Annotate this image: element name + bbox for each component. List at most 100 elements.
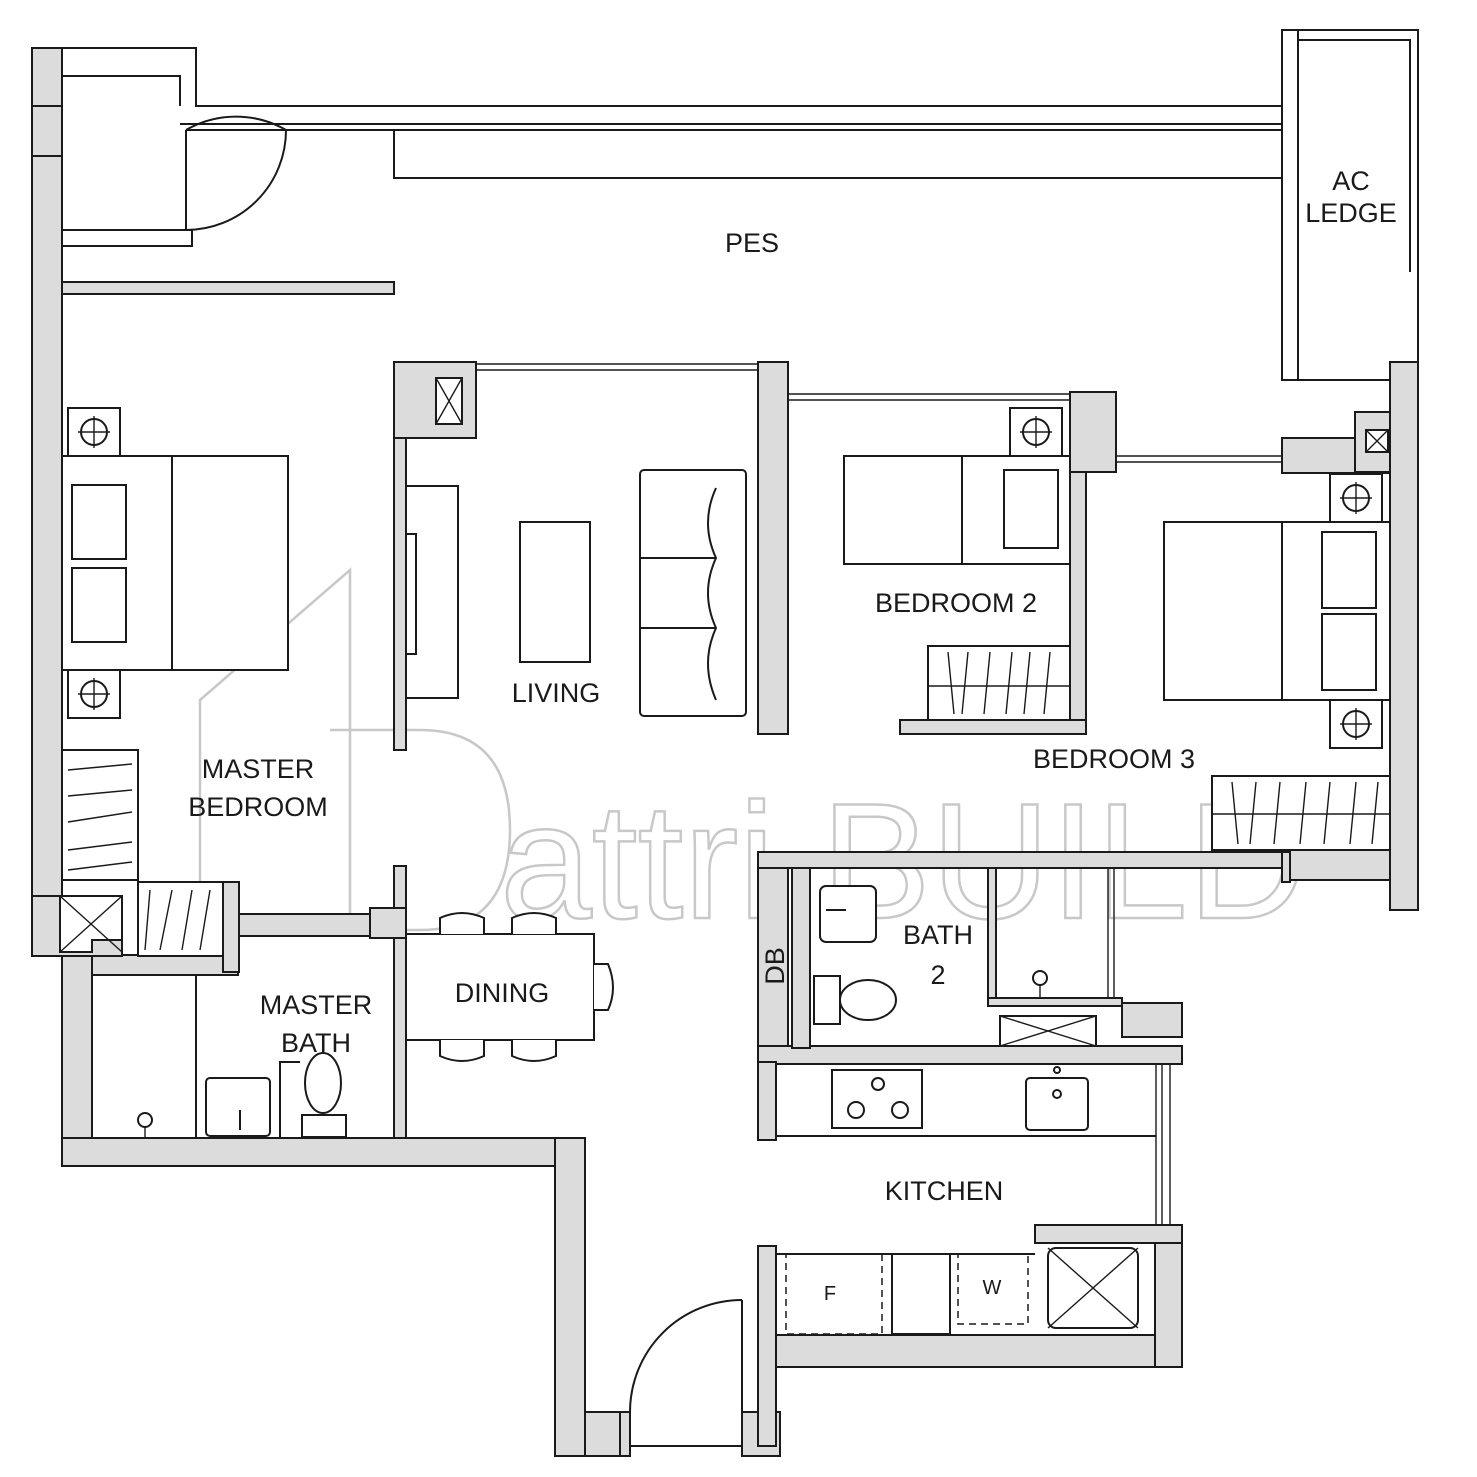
hob-burner-2-icon <box>847 1101 865 1119</box>
bath2-basin <box>819 885 877 943</box>
wall-db-right <box>791 867 811 1049</box>
main-door-swing <box>629 1299 743 1413</box>
bedroom3-wardrobe-hangers <box>1231 781 1379 845</box>
wall-top-left-post <box>31 47 63 157</box>
wall-left <box>31 155 63 897</box>
ac-ledge-inner-rail <box>1298 39 1411 272</box>
master-bedroom-label-2: BEDROOM <box>188 792 328 822</box>
bedroom2-wardrobe <box>927 645 1071 721</box>
shafts <box>59 377 1389 1329</box>
master-shower-head-icon <box>137 1112 153 1128</box>
main-door-jamb-left <box>619 1412 631 1456</box>
ac-ledge-label-1: AC <box>1332 166 1370 196</box>
master-bath-label-2: BATH <box>281 1028 351 1058</box>
wall-kitchen-lower-left <box>757 1245 777 1447</box>
bedroom2-label: BEDROOM 2 <box>875 588 1037 618</box>
wall-kitchen-bottom <box>775 1334 1183 1368</box>
bath2-cistern <box>813 975 841 1025</box>
sofa <box>639 469 747 717</box>
wall-living-left <box>393 437 407 751</box>
coffee-table <box>519 521 591 663</box>
master-closet-2 <box>137 881 224 957</box>
wall-wc-top <box>91 954 239 976</box>
pes-door-swing <box>185 115 288 231</box>
shaft-living-x <box>435 377 463 425</box>
wall-living-right <box>757 361 789 735</box>
bedroom2-pillow <box>1003 469 1059 549</box>
master-pillow-2 <box>71 567 127 643</box>
ac-ledge: AC LEDGE <box>1281 29 1419 381</box>
kitchen-cabinet <box>891 1253 951 1335</box>
ac-ledge-label-2: LEDGE <box>1305 198 1397 228</box>
dining-chair-3 <box>439 1040 485 1062</box>
bedroom2-wardrobe-hangers <box>947 651 1051 715</box>
kitchen-tap-icon <box>1053 1066 1061 1074</box>
kitchen-label: KITCHEN <box>885 1176 1004 1206</box>
master-wardrobe-hangers <box>67 763 133 871</box>
bedroom-2: BEDROOM 2 <box>843 407 1071 721</box>
wall-entrance-left-jamb <box>584 1411 631 1457</box>
pes-area <box>31 47 1282 247</box>
watermark-logo-d <box>330 728 512 932</box>
dining-label: DINING <box>455 978 550 1008</box>
wall-master-top-window <box>61 281 395 295</box>
dining-chair-4 <box>511 1040 557 1062</box>
bath2-shower-head-icon <box>1032 970 1048 986</box>
bedroom3-lamp-bottom-cross <box>1340 708 1372 740</box>
kitchen-sink-drain-icon <box>1052 1089 1062 1099</box>
hob-burner-1-icon <box>871 1077 885 1091</box>
pes-top-outline <box>32 47 1282 107</box>
window-kitchen <box>1155 1064 1171 1225</box>
master-pillow-1 <box>71 484 127 560</box>
sofa-cushion-lines <box>640 557 716 629</box>
wall-kitchen-right-top <box>1121 1002 1183 1038</box>
sofa-back-curve <box>707 487 718 701</box>
pes-top-inner <box>62 75 181 106</box>
window-bath2 <box>1107 868 1115 998</box>
dining-area: DINING <box>405 912 614 1062</box>
db-label: DB <box>760 947 790 985</box>
living-room: LIVING <box>405 469 747 717</box>
walls <box>31 155 1419 1457</box>
window-living <box>476 363 758 371</box>
master-bath: MASTER BATH <box>91 975 394 1139</box>
master-closet-2-hangers <box>144 889 211 951</box>
shaft-bath2-x <box>999 1015 1097 1047</box>
pes-label: PES <box>725 228 779 258</box>
bath2-label-2: 2 <box>930 960 945 990</box>
bedroom2-lamp-cross <box>1020 416 1052 448</box>
pes-door-frame <box>62 229 193 247</box>
wall-bedroom2-bottom <box>899 719 1087 735</box>
wall-bath2-top-end <box>1281 851 1291 883</box>
bedroom3-label: BEDROOM 3 <box>1033 744 1195 774</box>
master-bath-toilet-icon <box>304 1052 342 1114</box>
wall-right <box>1389 361 1419 911</box>
master-wardrobe <box>61 749 139 881</box>
bath2-label-1: BATH <box>903 920 973 950</box>
kitchen-hob <box>831 1069 923 1129</box>
washer-outline <box>957 1253 1029 1325</box>
wall-master-closet-right <box>222 881 240 973</box>
wall-left-lower <box>61 954 93 1166</box>
bath-2: BATH 2 DB <box>760 885 1048 1025</box>
master-bedroom-label-1: MASTER <box>202 754 315 784</box>
wall-bedroom2-right <box>1069 471 1087 735</box>
master-bath-cistern <box>301 1114 347 1138</box>
master-bath-basin <box>205 1077 271 1137</box>
dining-chair-5 <box>594 963 614 1011</box>
fridge-label: F <box>824 1283 836 1305</box>
window-bedroom3 <box>1116 455 1282 463</box>
wall-masterbath-corner <box>369 907 407 939</box>
kitchen-sink <box>1025 1077 1089 1131</box>
main-door <box>619 1299 743 1456</box>
bedroom3-pillow-2 <box>1321 613 1377 691</box>
fridge-outline <box>785 1253 883 1335</box>
shaft-master-x <box>59 895 123 953</box>
bedroom3-lamp-top-cross <box>1340 482 1372 514</box>
wall-entrance-left <box>554 1137 586 1457</box>
dining-chair-1 <box>439 912 485 934</box>
kitchen: F W KITCHEN <box>776 1066 1156 1335</box>
wall-bottom-left <box>61 1137 563 1167</box>
bedroom3-pillow-1 <box>1321 531 1377 609</box>
